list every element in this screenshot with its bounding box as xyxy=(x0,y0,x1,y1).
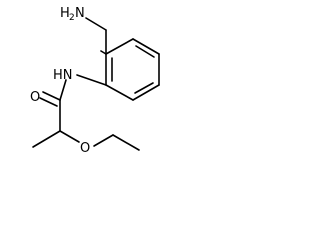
ring-double-bond-1 xyxy=(135,45,155,58)
amine-label-subscript: 2 xyxy=(69,13,75,23)
bond-amine-to-ring xyxy=(85,17,107,31)
bond-carbonyl-o-1 xyxy=(42,91,61,101)
amide-nh-label: HN xyxy=(53,68,73,83)
ring-bond-3 xyxy=(132,84,160,101)
bond-ring-nh xyxy=(76,74,107,86)
ring-bond-6 xyxy=(105,38,134,55)
ring-bond-1 xyxy=(132,38,160,55)
structure-diagram: H 2 N HN O O xyxy=(30,6,160,156)
bond-carbonyl-o-2 xyxy=(39,97,58,107)
amine-label-h: H xyxy=(60,6,70,21)
carbonyl-oxygen-label: O xyxy=(30,90,40,105)
bond-ether-o-ch2 xyxy=(93,134,114,147)
amine-label-n: N xyxy=(75,6,85,21)
ring-double-bond-2 xyxy=(134,82,154,94)
ether-oxygen-label: O xyxy=(80,141,90,156)
bond-ring-amine xyxy=(100,50,107,55)
bond-ch2-ch3 xyxy=(112,134,140,151)
bond-nh-carbonyl xyxy=(59,79,67,101)
bond-alpha-ether-o xyxy=(59,130,80,143)
benzene-ring xyxy=(105,38,160,101)
bond-alpha-methyl xyxy=(32,130,61,148)
ring-bond-4 xyxy=(105,84,134,101)
